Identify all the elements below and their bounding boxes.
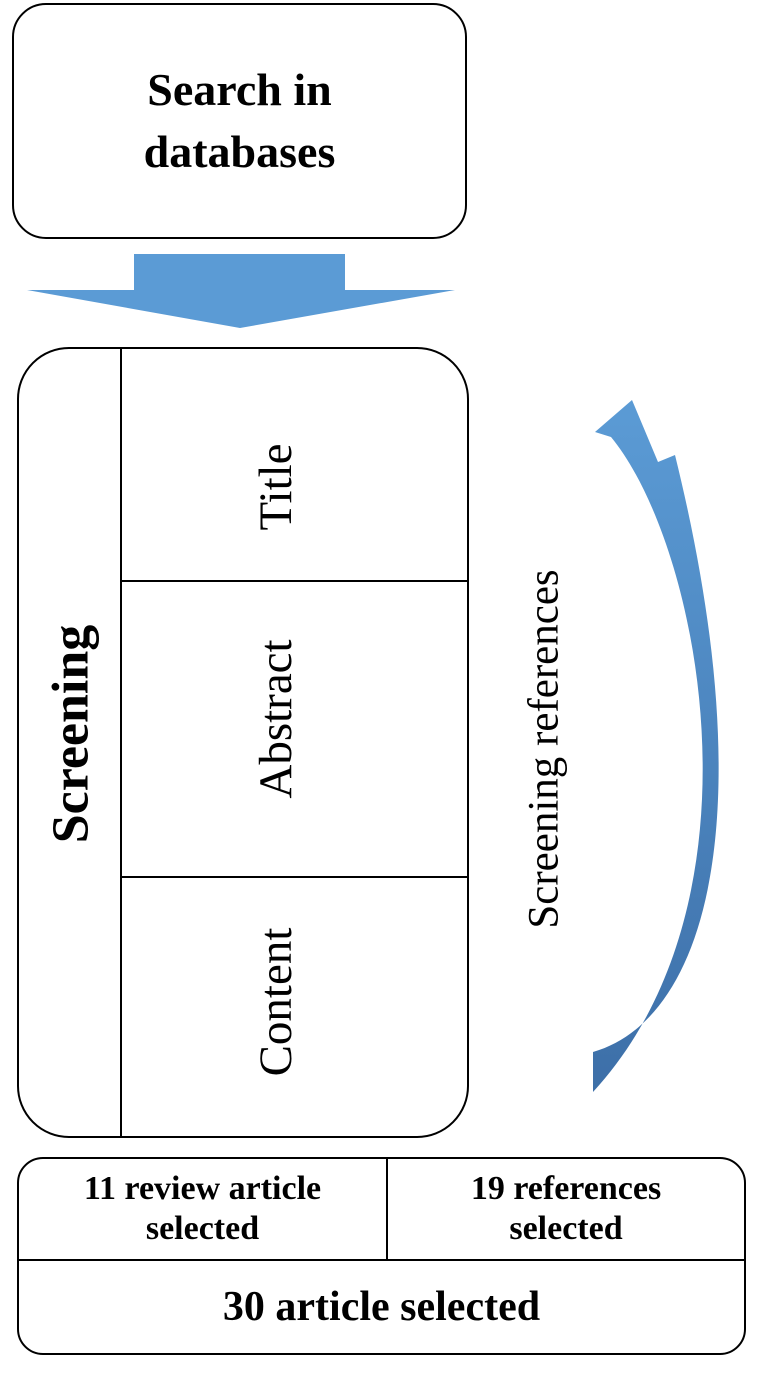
step-content-label: Content (250, 927, 302, 1077)
references-cell: 19 references selected (470, 1170, 662, 1247)
screening-divider (120, 349, 122, 1136)
screening-references-label: Screening references (520, 569, 568, 929)
screening-label: Screening (42, 624, 100, 844)
search-databases-box: Search in databases (12, 3, 467, 239)
review-articles-cell: 11 review article selected (83, 1170, 322, 1247)
step-title-label: Title (250, 443, 302, 531)
screening-box: Screening Title Abstract Content (17, 347, 469, 1138)
search-databases-label: Search in databases (143, 64, 336, 177)
results-horizontal-divider (19, 1259, 744, 1261)
results-box: 11 review article selected 19 references… (17, 1157, 746, 1355)
results-vertical-divider (386, 1159, 388, 1259)
total-articles-cell: 30 article selected (222, 1284, 541, 1330)
step-abstract-label: Abstract (250, 639, 302, 799)
abstract-content-divider (120, 876, 467, 878)
title-abstract-divider (120, 580, 467, 582)
